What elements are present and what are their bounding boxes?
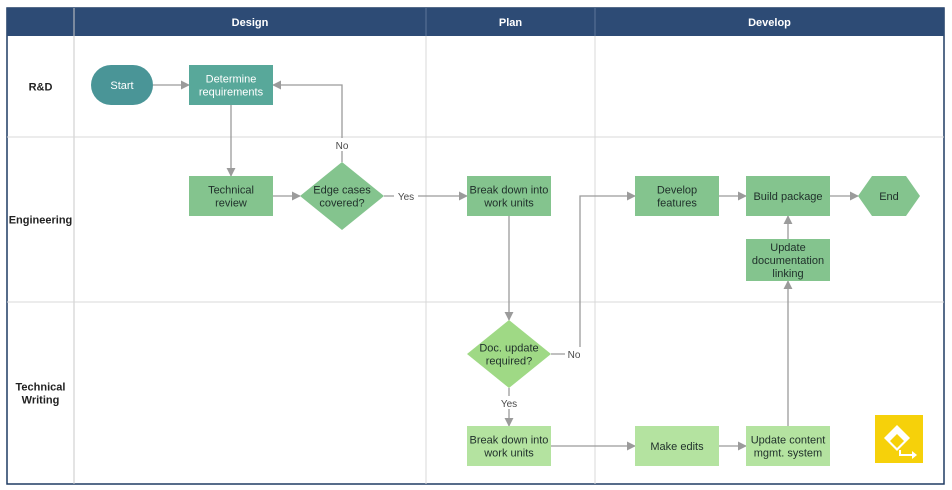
lane-label-engineering: Engineering — [9, 215, 73, 227]
node-label: Make edits — [650, 441, 704, 453]
decision-shape — [467, 320, 551, 388]
node-build[interactable]: Build package — [746, 176, 830, 216]
process-shape — [467, 176, 551, 216]
node-label: End — [879, 191, 899, 203]
edge-label-yes: Yes — [398, 192, 414, 203]
drawing-app-logo-icon — [875, 415, 923, 463]
node-end[interactable]: End — [858, 176, 920, 216]
column-header-plan: Plan — [499, 17, 523, 29]
process-shape — [746, 239, 830, 281]
edge-label-bg — [565, 347, 583, 360]
node-label: Build package — [753, 191, 822, 203]
edge-label-no: No — [336, 141, 349, 152]
column-header-design: Design — [232, 17, 269, 29]
decision-shape — [300, 162, 384, 230]
column-header-bar — [7, 8, 944, 36]
process-shape — [635, 426, 719, 466]
node-start[interactable]: Start — [91, 65, 153, 105]
process-shape — [635, 176, 719, 216]
lane-label-r-d: R&D — [29, 82, 53, 94]
badge-arrowhead — [912, 451, 917, 459]
node-label: Start — [110, 80, 133, 92]
terminal-shape — [91, 65, 153, 105]
badge-arrow — [899, 450, 914, 456]
edge-label-bg — [394, 189, 418, 202]
process-shape — [189, 65, 273, 105]
badge-diamond-inner — [890, 434, 904, 448]
process-shape — [746, 176, 830, 216]
edge-label-bg — [333, 138, 351, 151]
node-edits[interactable]: Make edits — [635, 426, 719, 466]
edge-label-bg — [497, 396, 521, 409]
end-shape — [858, 176, 920, 216]
column-header-develop: Develop — [748, 17, 791, 29]
process-shape — [189, 176, 273, 216]
process-shape — [746, 426, 830, 466]
edge-label-no: No — [568, 350, 581, 361]
process-shape — [467, 426, 551, 466]
connector-edge-to-req — [272, 80, 343, 162]
edge-label-yes: Yes — [501, 399, 517, 410]
